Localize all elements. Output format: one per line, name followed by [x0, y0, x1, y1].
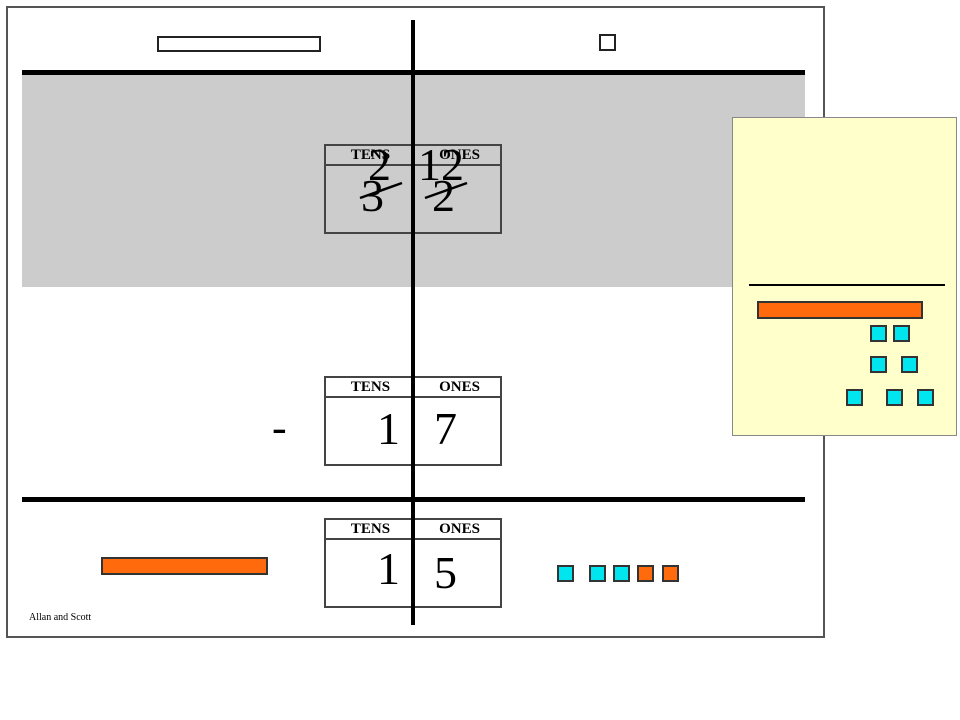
minus-sign: -: [272, 403, 287, 452]
result-unit-cube: [637, 565, 654, 582]
result-ones-digit: 5: [434, 547, 457, 598]
result-unit-cube: [613, 565, 630, 582]
note-unit-cube: [846, 389, 863, 406]
ones-header: ONES: [439, 521, 480, 537]
tens-header: TENS: [350, 521, 391, 537]
tens-header: TENS: [350, 147, 391, 163]
credit-text: Allan and Scott: [29, 612, 92, 623]
result-ten-rod: [101, 557, 268, 575]
note-unit-cube: [893, 325, 910, 342]
ones-header: ONES: [439, 147, 480, 163]
result-unit-cube: [557, 565, 574, 582]
note-divider: [749, 284, 945, 286]
note-ten-rod: [757, 301, 923, 319]
result-unit-cube: [662, 565, 679, 582]
ones-header: ONES: [439, 379, 480, 395]
tens-ones-divider: [411, 20, 415, 625]
result-tens-digit: 1: [377, 543, 400, 594]
note-unit-cube: [886, 389, 903, 406]
note-unit-cube: [901, 356, 918, 373]
tens-header: TENS: [350, 379, 391, 395]
subtrahend-ones-digit: 7: [434, 403, 457, 454]
unit-cube-header-icon: [599, 34, 616, 51]
ones-strike: [424, 181, 468, 200]
subtrahend-tens-digit: 1: [377, 403, 400, 454]
note-unit-cube: [870, 325, 887, 342]
tens-rod-header-icon: [157, 36, 321, 52]
result-unit-cube: [589, 565, 606, 582]
top-ones-regroup: 12: [418, 139, 464, 190]
note-unit-cube: [870, 356, 887, 373]
tens-strike: [359, 181, 403, 200]
top-tens-digit: 3: [361, 170, 384, 221]
blocks-note: [732, 117, 957, 436]
top-ones-digit: 2: [432, 170, 455, 221]
note-unit-cube: [917, 389, 934, 406]
top-tens-regroup: 2: [368, 139, 391, 190]
